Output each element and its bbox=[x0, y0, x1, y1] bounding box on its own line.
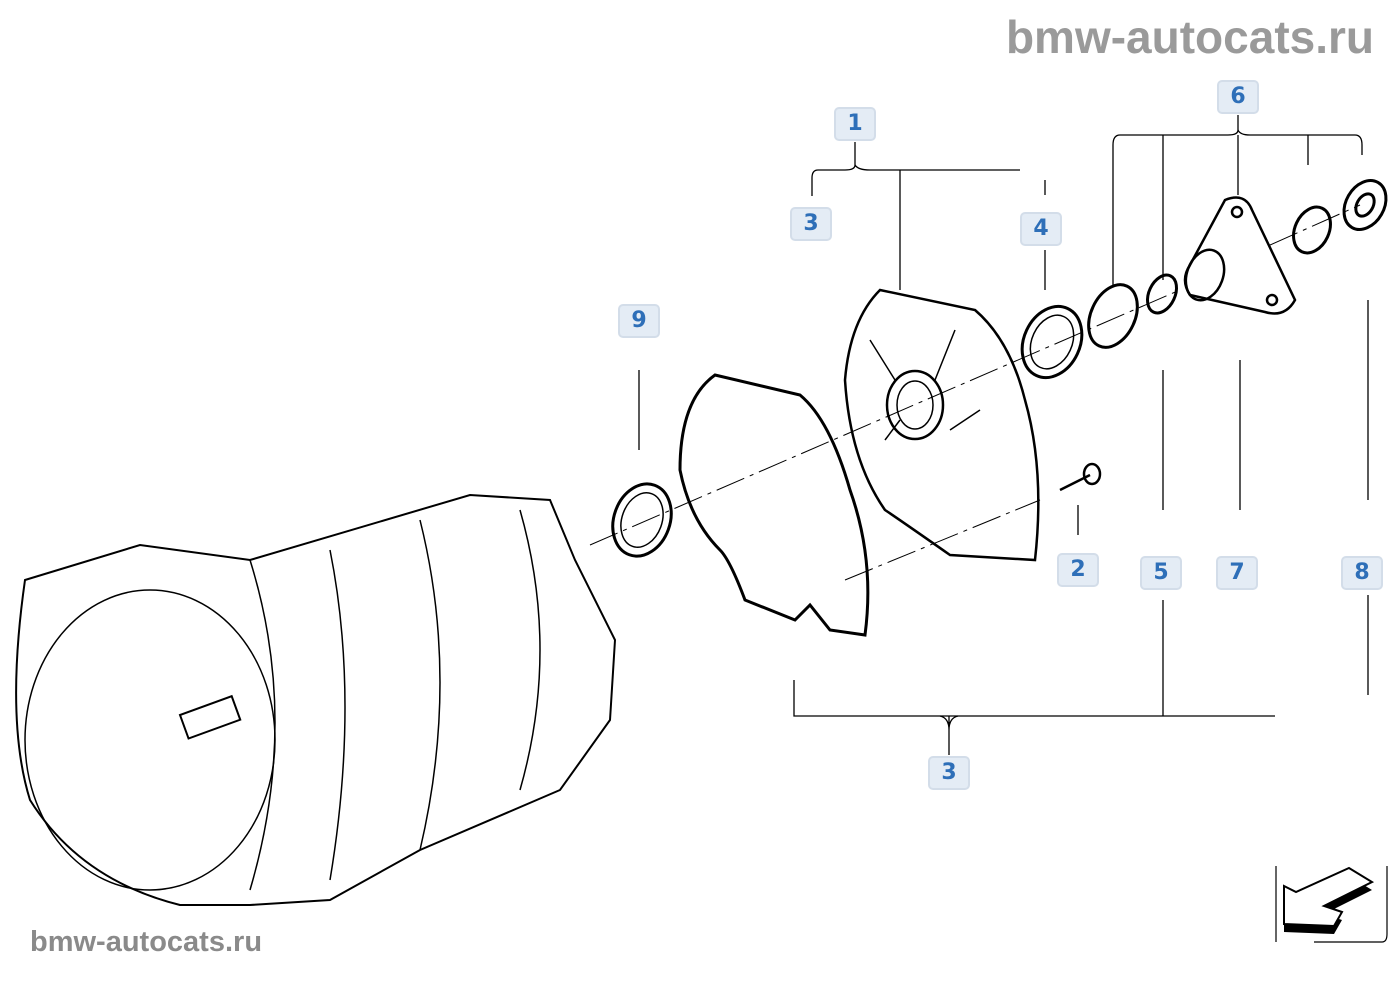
seal-ring-9 bbox=[611, 482, 673, 558]
callout-8[interactable]: 8 bbox=[1341, 556, 1383, 590]
callout-7[interactable]: 7 bbox=[1216, 556, 1258, 590]
callout-5[interactable]: 5 bbox=[1140, 556, 1182, 590]
gasket bbox=[678, 373, 870, 637]
callout-4[interactable]: 4 bbox=[1020, 212, 1062, 246]
callout-3-top[interactable]: 3 bbox=[790, 207, 832, 241]
transmission bbox=[15, 493, 617, 906]
callout-9[interactable]: 9 bbox=[618, 304, 660, 338]
callout-1[interactable]: 1 bbox=[834, 107, 876, 141]
nut-8 bbox=[1342, 179, 1388, 231]
callout-6[interactable]: 6 bbox=[1217, 80, 1259, 114]
cover-1 bbox=[843, 288, 1040, 562]
circlip-5 bbox=[1087, 283, 1139, 349]
back-arrow-icon bbox=[1275, 866, 1388, 943]
callout-3-bottom[interactable]: 3 bbox=[928, 756, 970, 790]
back-arrow-button[interactable] bbox=[1274, 864, 1388, 944]
washer-8 bbox=[1292, 205, 1332, 255]
callout-2[interactable]: 2 bbox=[1057, 553, 1099, 587]
flange-7 bbox=[1183, 196, 1297, 315]
watermark-bottom: bmw-autocats.ru bbox=[30, 926, 263, 958]
shaft-seal-4 bbox=[1020, 304, 1084, 380]
ring-6a bbox=[1145, 273, 1179, 315]
bolt-2 bbox=[1059, 462, 1102, 492]
watermark-top: bmw-autocats.ru bbox=[1005, 11, 1374, 63]
